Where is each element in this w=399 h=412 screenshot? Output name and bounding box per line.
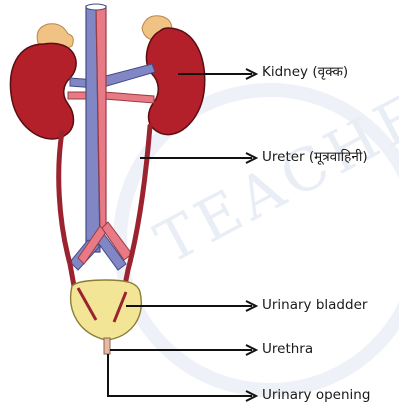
right-renal-artery	[104, 92, 154, 103]
label-kidney: Kidney (वृक्क)	[262, 66, 348, 80]
vessel-top	[86, 4, 106, 10]
label-ureter: Ureter (मूत्रवाहिनी)	[262, 151, 368, 165]
pointer-bladder	[126, 301, 256, 311]
label-urinary-opening: Urinary opening	[262, 389, 370, 403]
urethra	[104, 338, 110, 354]
right-kidney	[146, 28, 204, 135]
label-urinary-bladder: Urinary bladder	[262, 299, 367, 313]
label-urethra: Urethra	[262, 343, 313, 357]
urinary-bladder	[71, 280, 142, 340]
left-kidney	[10, 43, 76, 139]
pointer-ureter	[140, 153, 256, 163]
left-ureter	[59, 132, 74, 286]
